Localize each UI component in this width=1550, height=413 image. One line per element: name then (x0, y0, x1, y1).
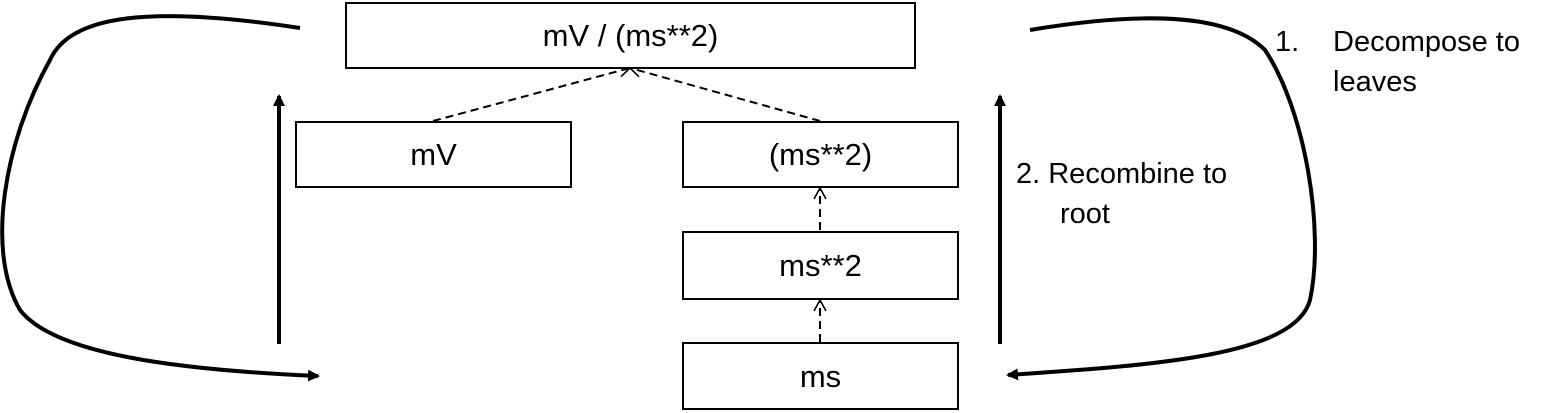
right-loop-curve (1006, 16, 1317, 381)
edge-mv-to-root (432, 64, 632, 122)
node-paren-square: (ms**2) (682, 121, 959, 188)
step2-caption: 2. Recombine to root (1016, 154, 1227, 234)
node-root: mV / (ms**2) (345, 2, 916, 69)
edge-paren-square-to-root (628, 64, 821, 122)
step1-caption: Decompose to leaves (1333, 22, 1520, 102)
step1-caption-line1: Decompose to (1333, 26, 1520, 58)
step1-caption-line2: leaves (1333, 66, 1417, 98)
left-loop-curve (0, 14, 320, 382)
node-square: ms**2 (682, 231, 959, 300)
step1-number: 1. (1275, 26, 1300, 58)
node-mv: mV (295, 121, 572, 188)
node-ms: ms (682, 342, 959, 410)
step2-caption-line2: root (1060, 198, 1110, 230)
step2-caption-line1: 2. Recombine to (1016, 158, 1228, 190)
